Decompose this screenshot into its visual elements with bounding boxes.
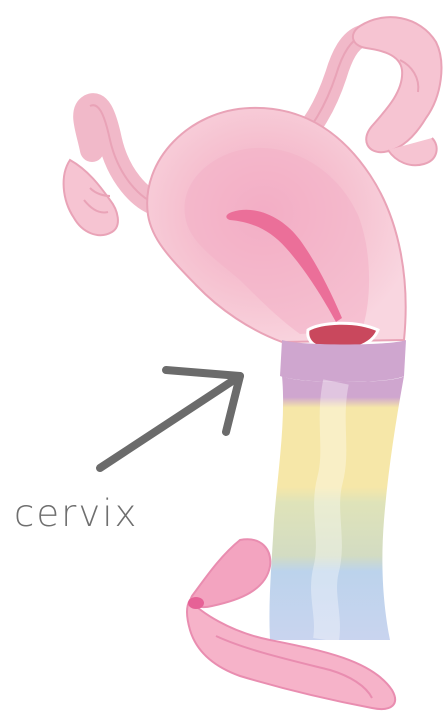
right-fimbriae: [353, 17, 442, 165]
cervix-band: [280, 340, 406, 382]
cervix-label: cervix: [14, 492, 138, 535]
arrow-icon: [100, 370, 240, 468]
